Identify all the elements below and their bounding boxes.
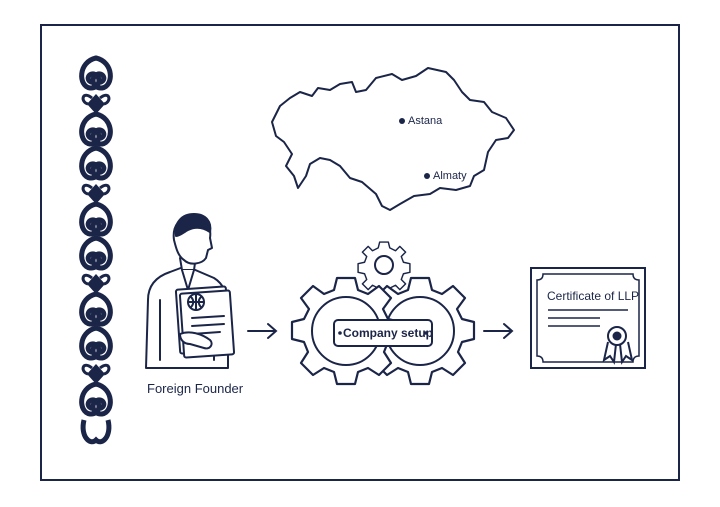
astana-dot [399,118,405,124]
gears-icon [290,241,476,386]
almaty-dot [424,173,430,179]
company-setup-label: Company setup [343,326,434,340]
founder-label: Foreign Founder [147,381,244,396]
city-label-almaty: Almaty [433,170,467,182]
certificate-with-seal-icon [530,267,646,369]
right-arrow-icon [247,323,278,339]
kazakhstan-map-outline [271,67,515,211]
city-label-astana: Astana [408,115,443,127]
right-arrow-icon [483,323,514,339]
diagram-frame [40,24,680,481]
certificate-label: Certificate of LLP [547,289,640,303]
founder-figure-icon [145,213,236,369]
ornament-border-icon [82,58,111,445]
